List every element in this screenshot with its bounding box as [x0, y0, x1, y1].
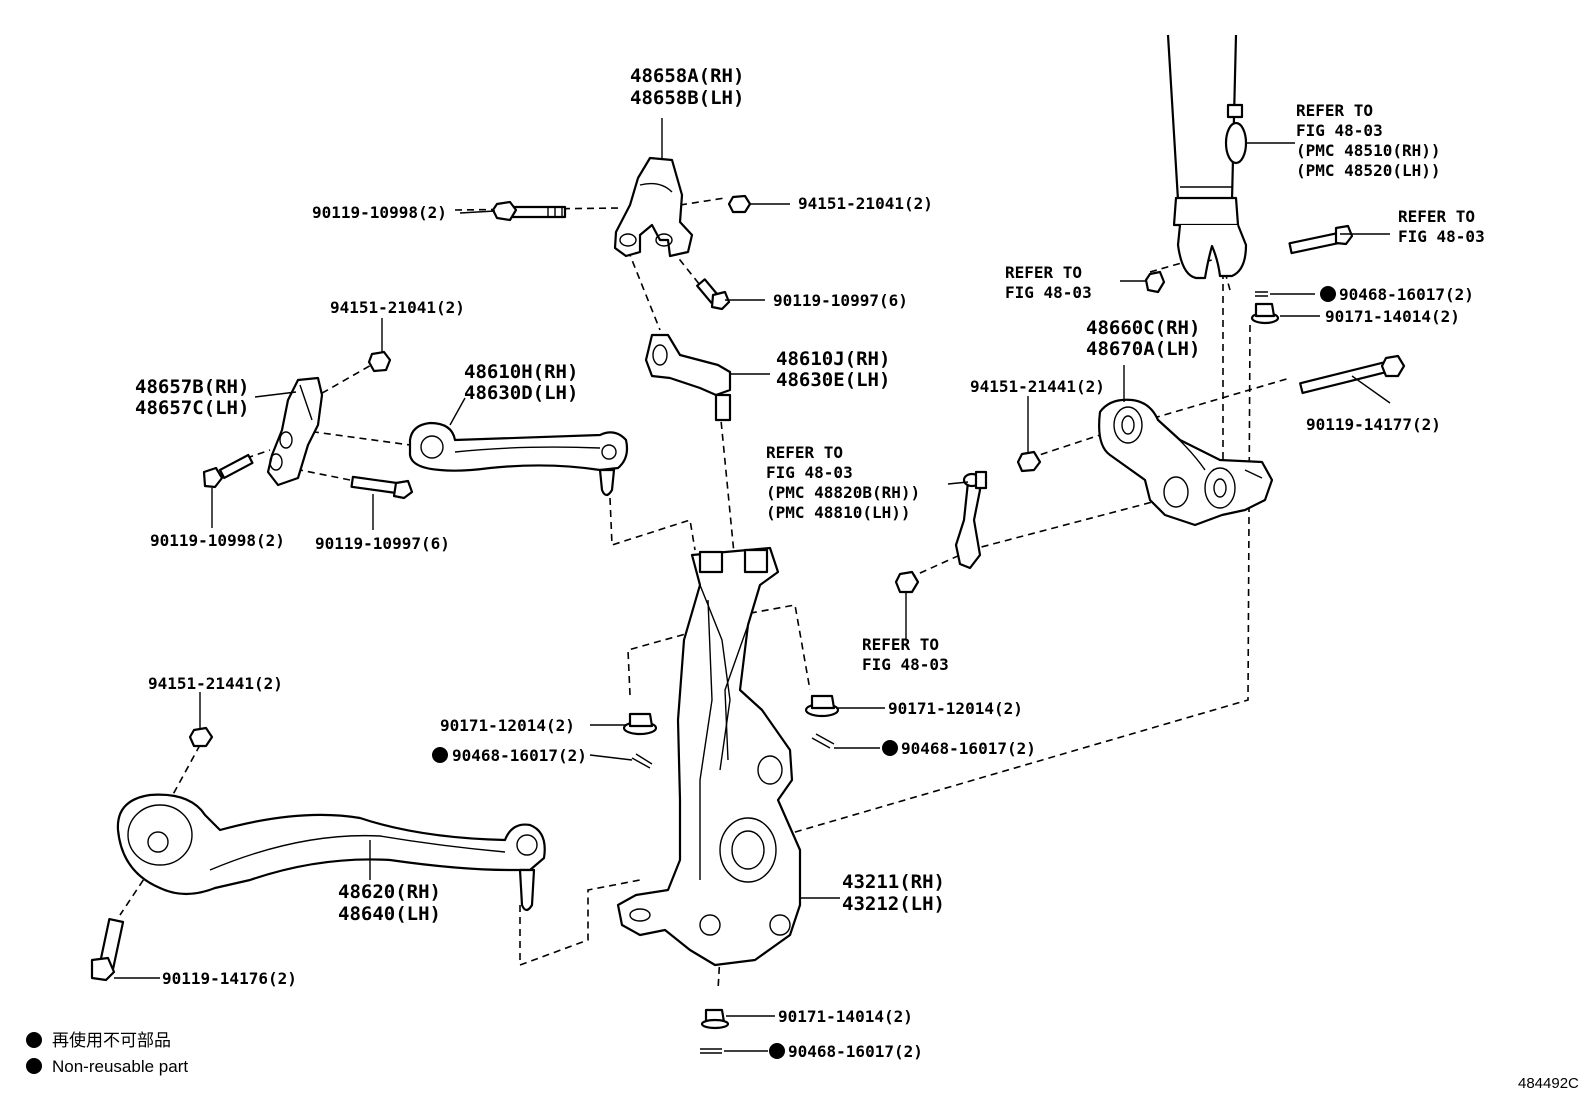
- bolt-top: [491, 200, 567, 222]
- nonreusable-dot-cotter-bottom: [769, 1043, 785, 1059]
- nut-knuckle-right: [804, 694, 840, 718]
- label-knuckle-rh: 43211(RH): [842, 871, 945, 893]
- nut-left: [367, 350, 392, 373]
- bolt-refer-right: [1288, 224, 1354, 255]
- label-bolt-lower-front: 90119-14176(2): [162, 969, 297, 988]
- label-bolt-lower-rear: 90119-14177(2): [1306, 415, 1441, 434]
- nut-bottom: [700, 1008, 730, 1030]
- nonreusable-dot-cotter-right: [1320, 286, 1336, 302]
- label-cotter-right: 90468-16017(2): [1339, 285, 1474, 304]
- steering-knuckle: [616, 546, 840, 967]
- label-cotter-knuckle-left: 90468-16017(2): [452, 746, 587, 765]
- label-refer-strut-4: (PMC 48520(LH)): [1296, 161, 1441, 180]
- label-nut-left: 94151-21041(2): [330, 298, 465, 317]
- label-nut-right: 90171-14014(2): [1325, 307, 1460, 326]
- legend-en: Non-reusable part: [52, 1057, 188, 1076]
- lower-arm-rear: [1098, 365, 1274, 527]
- label-knuckle-lh: 43212(LH): [842, 893, 945, 915]
- label-upper-bracket-lh: 48658B(LH): [630, 87, 744, 109]
- nut-lower-front: [188, 726, 214, 748]
- label-refer-bolt-right-1: REFER TO: [1398, 207, 1475, 226]
- label-lower-arm-rear-rh: 48660C(RH): [1086, 317, 1200, 339]
- label-refer-nut-strut-2: FIG 48-03: [1005, 283, 1092, 302]
- label-cotter-knuckle-right: 90468-16017(2): [901, 739, 1036, 758]
- label-upper-arm-front-rh: 48610H(RH): [464, 361, 578, 383]
- label-bolt-left-a: 90119-10998(2): [150, 531, 285, 550]
- left-bracket: [266, 376, 324, 487]
- label-cotter-bottom: 90468-16017(2): [788, 1042, 923, 1061]
- bolt-top-small: [695, 278, 731, 311]
- bolt-left-b: [350, 475, 414, 500]
- nut-stab: [1016, 450, 1042, 473]
- label-refer-stab-link-4: (PMC 48810(LH)): [766, 503, 911, 522]
- label-nut-knuckle-left: 90171-12014(2): [440, 716, 575, 735]
- label-bolt-left-b: 90119-10997(6): [315, 534, 450, 553]
- figure-id: 484492C: [1518, 1075, 1579, 1092]
- upper-bracket: [613, 118, 694, 258]
- lower-arm-front: [116, 793, 546, 912]
- label-upper-arm-rear-rh: 48610J(RH): [776, 348, 890, 370]
- label-nut-bottom: 90171-14014(2): [778, 1007, 913, 1026]
- cotter-bottom: [700, 1048, 722, 1054]
- legend-dot-en: [26, 1058, 42, 1074]
- nonreusable-dot-cotter-knuckle-left: [432, 747, 448, 763]
- bolt-lower-rear: [1299, 354, 1406, 404]
- label-refer-strut-3: (PMC 48510(RH)): [1296, 141, 1441, 160]
- label-refer-stab-link-3: (PMC 48820B(RH)): [766, 483, 920, 502]
- cotter-right: [1255, 291, 1268, 297]
- bolt-left-a: [202, 453, 254, 489]
- label-left-bracket-rh: 48657B(RH): [135, 376, 249, 398]
- label-refer-bolt-right-2: FIG 48-03: [1398, 227, 1485, 246]
- label-left-bracket-lh: 48657C(LH): [135, 397, 249, 419]
- label-nut-knuckle-right: 90171-12014(2): [888, 699, 1023, 718]
- label-upper-arm-front-lh: 48630D(LH): [464, 382, 578, 404]
- legend-dot-jp: [26, 1032, 42, 1048]
- legend: 再使用不可部品 Non-reusable part: [26, 1030, 188, 1076]
- label-nut-lower-front: 94151-21441(2): [148, 674, 283, 693]
- nut-top: [727, 194, 752, 214]
- nut-strut: [1144, 270, 1166, 294]
- label-nut-stab: 94151-21441(2): [970, 377, 1105, 396]
- label-lower-arm-front-rh: 48620(RH): [338, 881, 441, 903]
- stabilizer-link: [954, 470, 988, 570]
- label-refer-stab-nut-1: REFER TO: [862, 635, 939, 654]
- label-refer-stab-nut-2: FIG 48-03: [862, 655, 949, 674]
- label-upper-bracket-rh: 48658A(RH): [630, 65, 744, 87]
- label-upper-arm-rear-lh: 48630E(LH): [776, 369, 890, 391]
- nut-stab-lower: [894, 570, 920, 594]
- label-lower-arm-rear-lh: 48670A(LH): [1086, 338, 1200, 360]
- cotter-knuckle-right: [811, 733, 835, 749]
- label-bolt-top-small: 90119-10997(6): [773, 291, 908, 310]
- label-refer-nut-strut-1: REFER TO: [1005, 263, 1082, 282]
- part-labels: 48658A(RH) 48658B(LH) 90119-10998(2) 941…: [135, 65, 1485, 1061]
- shock-absorber: [1166, 34, 1295, 280]
- nonreusable-dot-cotter-knuckle-right: [882, 740, 898, 756]
- nut-knuckle-left: [622, 712, 658, 736]
- legend-jp: 再使用不可部品: [52, 1030, 171, 1050]
- upper-arm-rear: [644, 333, 732, 422]
- upper-arm-front: [408, 421, 629, 497]
- bolt-lower-front: [90, 917, 125, 982]
- label-nut-top: 94151-21041(2): [798, 194, 933, 213]
- leader-lines: [114, 203, 1390, 1052]
- nut-right: [1250, 302, 1280, 325]
- label-refer-strut-2: FIG 48-03: [1296, 121, 1383, 140]
- label-bolt-top: 90119-10998(2): [312, 203, 447, 222]
- cotter-knuckle-left: [631, 753, 653, 769]
- label-lower-arm-front-lh: 48640(LH): [338, 903, 441, 925]
- label-refer-stab-link-2: FIG 48-03: [766, 463, 853, 482]
- label-refer-strut-1: REFER TO: [1296, 101, 1373, 120]
- label-refer-stab-link-1: REFER TO: [766, 443, 843, 462]
